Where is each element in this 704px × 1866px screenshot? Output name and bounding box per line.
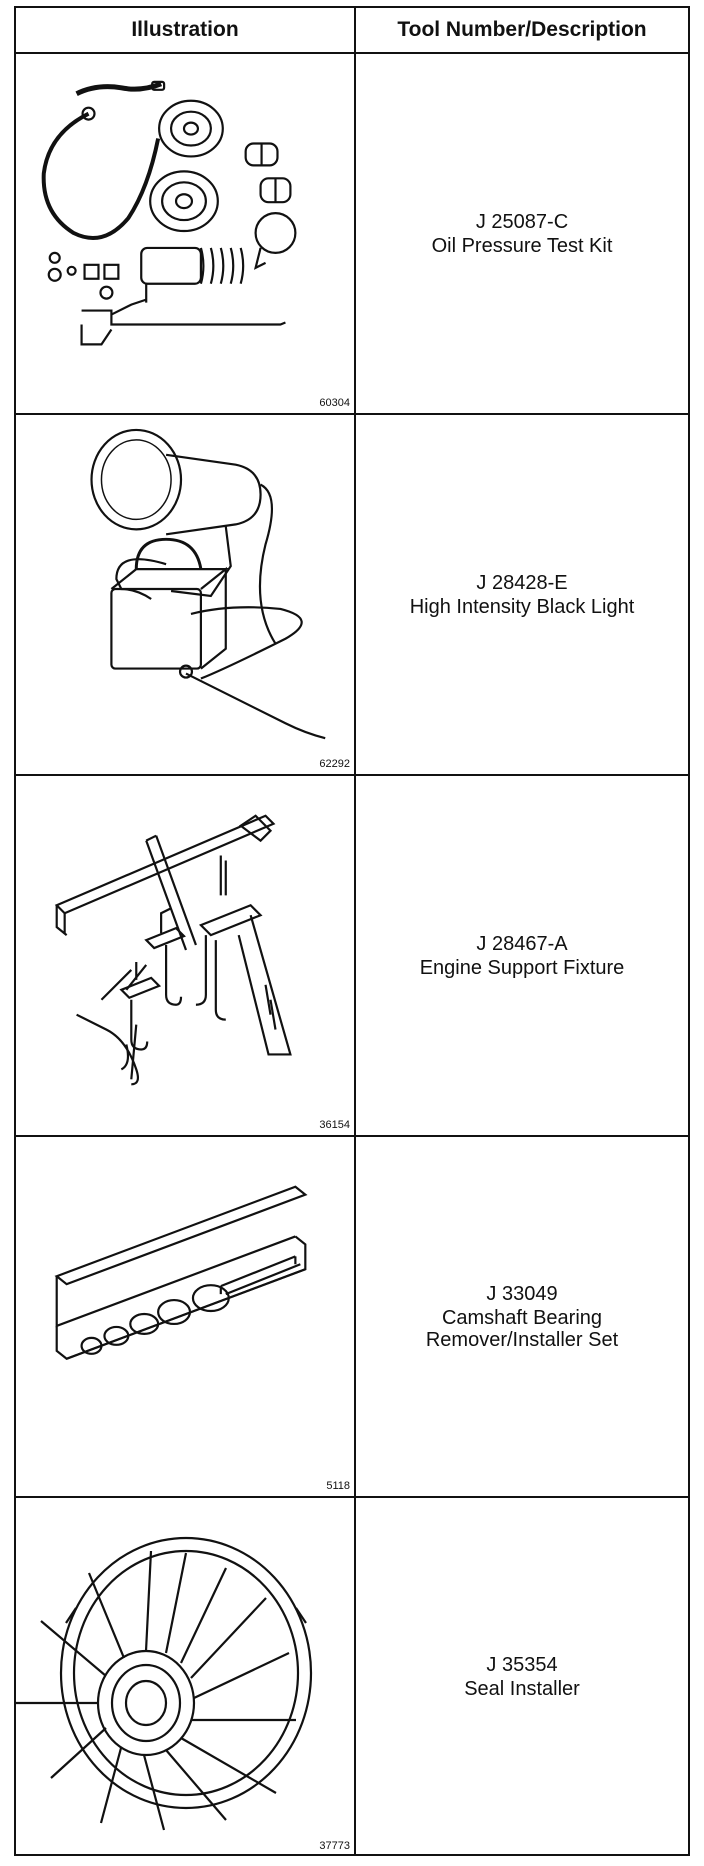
illustration-cell: 36154 [16,776,356,1135]
illustration-cell: 37773 [16,1498,356,1856]
table-row: 36154 J 28467-A Engine Support Fixture [16,776,688,1137]
camshaft-bearing-set-illustration-icon [54,1185,308,1361]
figure-number: 37773 [319,1840,350,1852]
tool-description-cell: J 28467-A Engine Support Fixture [356,776,688,1135]
tool-description: Oil Pressure Test Kit [431,234,613,257]
black-light-illustration-icon [90,428,326,740]
illustration-cell: 5118 [16,1137,356,1496]
table-row: 5118 J 33049 Camshaft Bearing Remover/In… [16,1137,688,1498]
tool-description-cell: J 35354 Seal Installer [356,1498,688,1856]
tool-description-cell: J 25087-C Oil Pressure Test Kit [356,54,688,413]
tool-number: J 28467-A [476,932,568,955]
figure-number: 60304 [319,397,350,409]
tool-description-cell: J 28428-E High Intensity Black Light [356,415,688,774]
illustration-cell: 62292 [16,415,356,774]
engine-support-fixture-illustration-icon [54,814,292,1086]
header-tool-number: Tool Number/Description [397,18,647,41]
header-illustration: Illustration [16,8,356,52]
tools-table: Illustration Tool Number/Description [14,6,690,1856]
tool-description-line-1: Camshaft Bearing [441,1306,603,1329]
tool-description: Seal Installer [464,1678,580,1700]
tool-number: J 33049 [486,1282,558,1305]
table-row: 62292 J 28428-E High Intensity Black Lig… [16,415,688,776]
tool-description: High Intensity Black Light [409,595,635,618]
tool-description-line-2: Remover/Installer Set [425,1328,619,1351]
table-header: Illustration Tool Number/Description [16,8,688,54]
table-row: 37773 J 35354 Seal Installer [16,1498,688,1856]
figure-number: 62292 [319,758,350,770]
tool-number: J 28428-E [476,571,568,594]
table-row: 60304 J 25087-C Oil Pressure Test Kit [16,54,688,415]
tool-description-cell: J 33049 Camshaft Bearing Remover/Install… [356,1137,688,1496]
oil-pressure-test-kit-illustration-icon [41,80,297,346]
seal-installer-illustration-icon [16,1536,313,1831]
figure-number: 5118 [326,1480,350,1492]
tool-description: Engine Support Fixture [419,956,625,979]
tool-number: J 35354 [486,1654,558,1676]
tool-number: J 25087-C [475,210,569,233]
illustration-cell: 60304 [16,54,356,413]
figure-number: 36154 [319,1119,350,1131]
